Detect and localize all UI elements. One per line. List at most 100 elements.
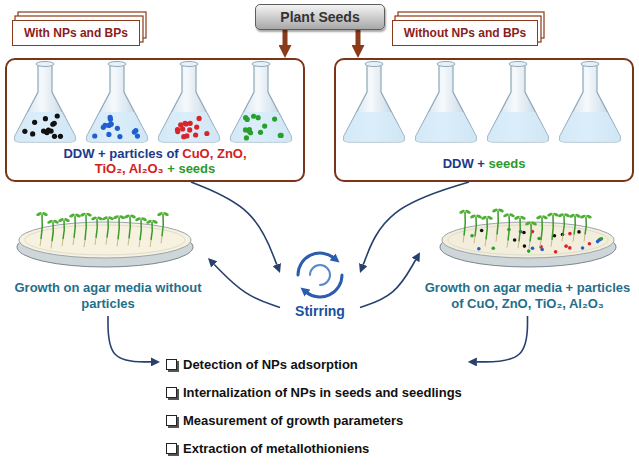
seedling-root: [507, 241, 508, 248]
seedling-stem: [63, 220, 64, 239]
seedling-stem: [497, 210, 498, 234]
flow-arrow: [477, 316, 528, 362]
seedling-leaf: [91, 216, 98, 221]
seedling-leaf: [58, 217, 65, 222]
flow-arrow: [356, 30, 361, 45]
node-label: Growth on agar media + particles of CuO,…: [425, 280, 631, 311]
seedling-stem: [85, 215, 86, 241]
seedling-root: [117, 239, 118, 246]
seedling-leaf: [558, 213, 565, 218]
checklist-text: Measurement of growth parameters: [183, 413, 403, 428]
petri-dish: [17, 222, 193, 267]
seedling-leaf: [47, 219, 54, 224]
particle-dot: [188, 121, 193, 126]
particle-dot: [523, 244, 527, 248]
particle-dot: [564, 244, 568, 248]
particle-dot: [46, 128, 51, 133]
particle-dot: [491, 246, 495, 250]
particle-dot: [480, 229, 484, 233]
seedling-leaf: [536, 215, 543, 220]
seedling-root: [84, 240, 85, 247]
flow-arrow: [108, 316, 151, 362]
seedling-leaf: [465, 209, 472, 214]
agar-particles: [470, 228, 603, 254]
seedling-stem: [574, 216, 575, 235]
seedling-leaf: [487, 215, 494, 220]
seedling-leaf: [152, 219, 159, 224]
node-label: + seeds: [167, 161, 215, 176]
particle-dot: [577, 230, 581, 234]
node-label: DDW + particles of: [63, 146, 178, 161]
particle-dot: [133, 128, 138, 133]
seedling-stem: [107, 218, 108, 237]
flasks-water-only: [344, 62, 621, 143]
seedling-leaf: [36, 211, 43, 216]
seedling-root: [40, 239, 41, 246]
seedling-root: [584, 235, 585, 242]
stirring-icon: [298, 253, 342, 297]
seedling-leaf: [580, 214, 587, 219]
particle-dot: [181, 134, 186, 139]
particle-dot: [588, 242, 592, 246]
seedling-stem: [475, 216, 476, 236]
seedling-root: [95, 238, 96, 245]
growth-box: Growth on agar media without particles: [8, 200, 208, 316]
particle-dot: [30, 131, 35, 136]
seedling-root: [496, 235, 497, 242]
seedling-leaf: [481, 215, 488, 220]
particle-dot: [182, 121, 187, 126]
particle-dot: [243, 115, 248, 120]
particle-dot: [256, 115, 261, 120]
checklist-text: Internalization of NPs in seeds and seed…: [183, 385, 462, 400]
particle-dot: [187, 127, 192, 132]
particle-dot: [180, 126, 185, 131]
particle-dot: [193, 132, 198, 137]
flow-arrow: [283, 30, 288, 45]
checklist-item: Internalization of NPs in seeds and seed…: [166, 378, 462, 406]
seedling-leaf: [531, 221, 538, 226]
flow-arrow: [214, 264, 280, 307]
checklist: Detection of NPs adsorptionInternalizati…: [160, 348, 468, 464]
particle-dot: [279, 133, 284, 138]
particle-dot: [52, 134, 57, 139]
text-block: Without NPs and BPs: [403, 26, 527, 40]
particle-dot: [194, 125, 199, 130]
seedling-root: [551, 240, 552, 247]
seedling-leaf: [509, 213, 516, 218]
flow-arrow: [360, 260, 416, 307]
seedling-leaf: [163, 211, 170, 216]
node-label: Stirring: [295, 303, 345, 319]
checkbox-bullet: [166, 359, 177, 370]
particle-dot: [101, 125, 106, 130]
seedling-leaf: [102, 216, 109, 221]
seedling-root: [518, 241, 519, 248]
seedling-leaf: [547, 212, 554, 217]
seedling-leaf: [53, 219, 60, 224]
particle-dot: [568, 246, 572, 250]
seedling-leaf: [97, 216, 104, 221]
particle-dot: [55, 113, 60, 118]
seedling-leaf: [586, 214, 593, 219]
text-block: Plant Seeds: [272, 9, 368, 25]
node-label: Without NPs and BPs: [404, 26, 527, 40]
seedling-stem: [563, 215, 564, 234]
particle-dots: [22, 113, 284, 140]
seedling-root: [128, 238, 129, 245]
particle-dot: [43, 116, 48, 121]
particle-dot: [470, 234, 474, 238]
seedling-stem: [464, 212, 465, 236]
seedling-leaf: [80, 212, 87, 217]
flasks-with-particles: [15, 62, 292, 143]
flask-panel: DDW +seeds: [334, 58, 634, 182]
particle-dot: [527, 249, 531, 253]
seedling-root: [139, 240, 140, 247]
particle-dot: [108, 115, 113, 120]
checklist-item: Measurement of growth parameters: [166, 406, 462, 434]
checklist-item: Detection of NPs adsorption: [166, 350, 462, 378]
seedling-root: [62, 239, 63, 246]
checkbox-bullet: [166, 415, 177, 426]
seedling-stem: [508, 215, 509, 240]
seedling-root: [573, 235, 574, 242]
